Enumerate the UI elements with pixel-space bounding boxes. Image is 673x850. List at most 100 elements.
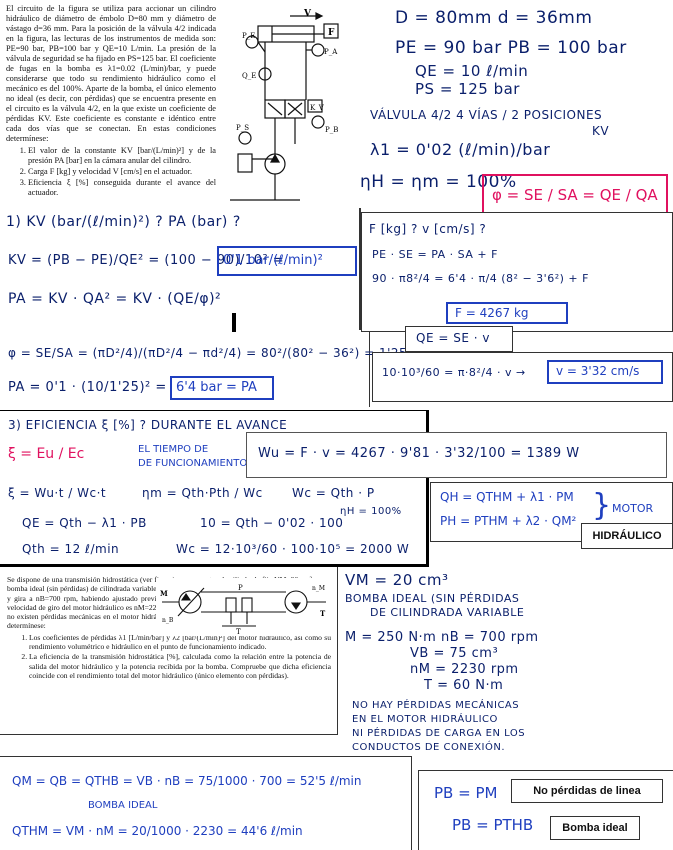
note-no-losses-4: CONDUCTOS DE CONEXIÓN.: [352, 742, 506, 753]
mechanical-eff: ηm = Qth·Pth / Wc: [142, 486, 263, 500]
label-p: P: [238, 584, 243, 592]
note-kv: KV: [592, 124, 610, 138]
pa-numeric: PA = 0'1 · (10/1'25)² =: [8, 380, 167, 395]
note-vm: VM = 20 cm³: [345, 571, 449, 589]
note-flow: QE = 10 ℓ/min: [415, 62, 529, 80]
flow-equation: QE = SE · v: [416, 331, 490, 345]
label-m: M: [160, 589, 168, 598]
efficiency-def: ξ = Eu / Ec: [8, 446, 85, 462]
time-note-2: DE FUNCIONAMIENTO: [138, 458, 248, 469]
motor-flow-eq: QH = QTHM + λ1 · PM: [440, 490, 574, 504]
note-efficiency: ηH = ηm = 100%: [360, 172, 517, 192]
problem2-q2: La eficiencia de la transmisión hidrostá…: [29, 652, 331, 680]
ideal-pump-label: Bomba ideal: [550, 816, 640, 840]
hydraulic-eff: ηH = 100%: [340, 506, 402, 517]
consumed-power-def: Wc = Qth · P: [292, 486, 375, 500]
note-vb: VB = 75 cm³: [410, 646, 499, 661]
theoretical-flow: Qth = 12 ℓ/min: [22, 542, 120, 556]
pa-result-box: [170, 376, 274, 400]
consumed-power: Wc = 12·10³/60 · 100·10⁵ = 2000 W: [176, 542, 410, 556]
ideal-pump-note: BOMBA IDEAL: [88, 800, 158, 811]
phi-calculation: φ = SE/SA = (πD²/4)/(πD²/4 − πd²/4) = 80…: [8, 346, 408, 360]
force-numeric: 90 · π8²/4 = 6'4 · π/4 (8² − 3'6²) + F: [372, 272, 589, 285]
note-t: T = 60 N·m: [424, 678, 504, 693]
note-dimensions: D = 80mm d = 36mm: [395, 8, 593, 28]
hydraulic-label: HIDRÁULICO: [581, 523, 673, 549]
note-pump-1: BOMBA IDEAL (SIN PÉRDIDAS: [345, 592, 520, 605]
motor-label: MOTOR: [612, 502, 654, 515]
kv-result: 0'1 bar/(ℓ/min)²: [223, 253, 323, 268]
motor-pressure-eq: PH = PTHM + λ2 · QM²: [440, 514, 577, 528]
velocity-result-box: [547, 360, 663, 384]
note-no-losses-3: NI PÉRDIDAS DE CARGA EN LOS: [352, 728, 526, 739]
label-f: F: [328, 28, 335, 38]
note-safety-pressure: PS = 125 bar: [415, 80, 520, 98]
final-panel: [0, 756, 412, 850]
section1-heading: 1) KV (bar/(ℓ/min)²) ? PA (bar) ?: [6, 214, 241, 230]
note-lambda: λ1 = 0'02 (ℓ/min)/bar: [370, 140, 551, 159]
section3-right-rule: [426, 410, 429, 567]
problem2-questions: Los coeficientes de pérdidas λ1 [L/min/b…: [7, 633, 331, 680]
efficiency-time: ξ = Wu·t / Wc·t: [8, 486, 107, 500]
problem2-q1: Los coeficientes de pérdidas λ1 [L/min/b…: [29, 633, 331, 652]
flow-leak-eq: QE = Qth − λ1 · PB: [22, 516, 147, 530]
label-nm: n_M: [312, 585, 325, 592]
motor-bracket: }: [592, 488, 612, 523]
label-nb: n_B: [162, 617, 174, 624]
pa-result: 6'4 bar = PA: [176, 380, 257, 395]
no-line-losses-label: No pérdidas de linea: [511, 779, 663, 803]
problem1-q3: Eficiencia ξ [%] conseguida durante el a…: [28, 178, 216, 198]
velocity-result: v = 3'32 cm/s: [556, 364, 640, 378]
label-qe: Q_E: [242, 72, 256, 80]
label-t-port: T: [236, 628, 241, 636]
pa-equation: PA = KV · QA² = KV · (QE/φ)²: [8, 291, 222, 307]
transmission-diagram: M n_B P T n_M T: [156, 578, 332, 636]
label-pa: P_A: [324, 48, 338, 56]
motor-theoretical-flow: QTHM = VM · nM = 20/1000 · 2230 = 44'6 ℓ…: [12, 824, 303, 838]
useful-power-box: [246, 432, 667, 478]
label-t: T: [320, 609, 326, 618]
label-pb: P_B: [325, 126, 338, 134]
divider-mark: [232, 313, 236, 335]
velocity-equation: 10·10³/60 = π·8²/4 · v →: [382, 366, 526, 379]
useful-power: Wu = F · v = 4267 · 9'81 · 3'32/100 = 13…: [258, 446, 580, 461]
note-no-losses-1: NO HAY PÉRDIDAS MECÁNICAS: [352, 700, 520, 711]
label-ps: P_S: [236, 124, 249, 132]
note-pressures: PE = 90 bar PB = 100 bar: [395, 38, 627, 58]
load-box: [323, 23, 339, 39]
note-valve: VÁLVULA 4/2 4 VÍAS / 2 POSICIONES: [370, 108, 603, 122]
time-note-1: EL TIEMPO DE: [138, 444, 209, 455]
problem1-questions: El valor de la constante KV [bar/(L/min)…: [6, 146, 216, 198]
pressure-equality: PB = PM: [434, 784, 498, 802]
relief-valve: [237, 153, 253, 173]
kv-box: [307, 99, 323, 113]
gauge-pa: [311, 43, 325, 57]
force-result: F = 4267 kg: [455, 306, 529, 320]
label-v: V: [303, 9, 312, 19]
note-pump-2: DE CILINDRADA VARIABLE: [370, 606, 525, 619]
force-result-box: [446, 302, 568, 324]
flow-leak-numeric: 10 = Qth − 0'02 · 100: [200, 516, 344, 530]
flow-eq-box: [405, 326, 513, 352]
problem1-statement: El circuito de la figura se utiliza para…: [6, 4, 216, 199]
section2-heading: F [kg] ? v [cm/s] ?: [369, 222, 487, 236]
phi-panel: [0, 332, 370, 407]
section3-heading: 3) EFICIENCIA ξ [%] ? DURANTE EL AVANCE: [8, 418, 288, 432]
gauge-ps: [238, 131, 252, 145]
label-pe: P_E: [242, 32, 255, 40]
force-balance: PE · SE = PA · SA + F: [372, 248, 498, 261]
kv-result-box: [217, 246, 357, 276]
note-torque-speed: M = 250 N·m nB = 700 rpm: [345, 630, 539, 645]
hydraulic-circuit-diagram: P_E V F P_A Q_E K_V P_B P_S: [230, 9, 339, 201]
gauge-pb: [311, 115, 325, 129]
flow-meter-qe: [258, 67, 272, 81]
problem1-q2: Carga F [kg] y velocidad V [cm/s] en el …: [28, 167, 216, 177]
note-nm: nM = 2230 rpm: [410, 662, 519, 677]
note-no-losses-2: EN EL MOTOR HIDRÁULICO: [352, 714, 498, 725]
section1-panel: [0, 208, 361, 330]
phi-formula: φ = SE / SA = QE / QA: [492, 186, 658, 204]
pump-flow-eq: QM = QB = QTHB = VB · nB = 75/1000 · 700…: [12, 774, 362, 788]
problem1-intro: El circuito de la figura se utiliza para…: [6, 4, 216, 143]
kv-equation: KV = (PB − PE)/QE² = (100 − 90)/10² =: [8, 253, 285, 268]
pressure-theoretical: PB = PTHB: [452, 816, 534, 834]
